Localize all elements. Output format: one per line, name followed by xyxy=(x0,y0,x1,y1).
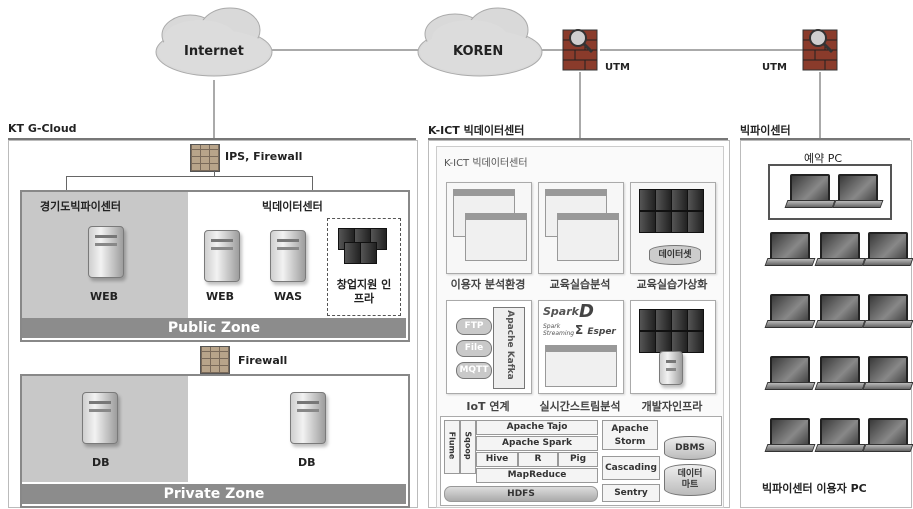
iot-mqtt: MQTT xyxy=(456,362,492,379)
network-top xyxy=(155,7,838,138)
laptop-icon xyxy=(862,232,913,266)
db-label-right: DB xyxy=(298,456,316,469)
flume-label: Flume xyxy=(447,431,457,460)
devinfra-racks-icon xyxy=(639,309,709,363)
public-zone-bar: Public Zone xyxy=(22,318,406,338)
esper-logo: Σ Esper xyxy=(575,323,616,337)
ips-branch-right xyxy=(312,176,313,190)
ips-link xyxy=(214,170,215,176)
firewall-icon xyxy=(200,346,230,374)
datamart-label: 데이터 마트 xyxy=(677,469,703,490)
web-server-icon xyxy=(88,226,124,278)
koren-label: KOREN xyxy=(453,44,504,59)
spark-streaming-label: Spark Streaming xyxy=(543,323,575,337)
iot-file: File xyxy=(456,340,492,357)
dbms-cylinder: DBMS xyxy=(664,436,716,460)
startup-racks-icon xyxy=(338,228,388,268)
edu-virtual-caption: 교육실습가상화 xyxy=(636,278,708,291)
laptop-icon xyxy=(814,232,866,266)
db-server-icon xyxy=(82,392,118,444)
laptop-icon xyxy=(764,294,816,328)
kafka-label: Apache Kafka xyxy=(505,310,515,380)
laptop-icon xyxy=(862,294,913,328)
cascading-box: Cascading xyxy=(602,456,660,480)
utm-firewall-icon xyxy=(802,29,838,71)
iot-ftp: FTP xyxy=(456,318,492,335)
sentry-box: Sentry xyxy=(602,484,660,502)
startup-label: 창업지원 인프라 xyxy=(336,278,392,305)
tajo-box: Apache Tajo xyxy=(476,420,598,435)
section-bigpie-rule xyxy=(740,138,910,140)
sqoop-box: Sqoop xyxy=(460,420,476,474)
laptop-icon xyxy=(832,174,884,208)
flume-box: Flume xyxy=(444,420,460,474)
dev-server-icon xyxy=(659,351,683,385)
edu-analysis-panel xyxy=(538,182,624,274)
laptop-icon xyxy=(814,356,866,390)
iot-caption: IoT 연계 xyxy=(466,400,510,413)
laptop-icon xyxy=(862,356,913,390)
datamart-cylinder: 데이터 마트 xyxy=(664,464,716,496)
pig-box: Pig xyxy=(558,452,598,467)
ips-label: IPS, Firewall xyxy=(225,150,303,163)
utm-firewall-icon xyxy=(562,29,598,71)
hdfs-box: HDFS xyxy=(444,486,598,502)
firewall-shield-icon xyxy=(190,144,220,172)
r-box: R xyxy=(518,452,558,467)
realtime-panel: Spark D Spark Streaming Σ Esper xyxy=(538,300,624,394)
bigdata-web-label: WEB xyxy=(206,290,235,303)
kafka-box: Apache Kafka xyxy=(493,307,525,389)
edu-virtual-panel: 데이터셋 xyxy=(630,182,716,274)
laptop-icon xyxy=(814,294,866,328)
section-kict-rule xyxy=(428,138,728,140)
private-zone-bar: Private Zone xyxy=(22,484,406,504)
bigdata-title: 빅데이터센터 xyxy=(262,200,323,213)
section-kict-title: K-ICT 빅데이터센터 xyxy=(428,124,525,137)
users-pc-label: 빅파이센터 이용자 PC xyxy=(762,482,867,495)
firewall-label: Firewall xyxy=(238,354,288,367)
gyeonggi-title: 경기도빅파이센터 xyxy=(40,200,121,213)
section-bigpie-title: 빅파이센터 xyxy=(740,124,791,137)
web-server-icon xyxy=(204,230,240,282)
was-server-icon xyxy=(270,230,306,282)
db-label-left: DB xyxy=(92,456,110,469)
section-kt-rule xyxy=(8,138,416,140)
spark-box: Apache Spark xyxy=(476,436,598,451)
laptop-icon xyxy=(764,418,816,452)
internet-label: Internet xyxy=(184,44,244,59)
internet-cloud-icon xyxy=(155,7,273,77)
analysis-env-caption: 이용자 분석환경 xyxy=(450,278,526,291)
section-kt-title: KT G-Cloud xyxy=(8,122,77,135)
virtual-racks-icon xyxy=(639,189,709,243)
devinfra-caption: 개발자인프라 xyxy=(641,400,703,413)
utm-label-right: UTM xyxy=(762,62,787,73)
spark-logo: Spark xyxy=(543,305,579,318)
gyeonggi-web-label: WEB xyxy=(90,290,119,303)
realtime-caption: 실시간스트림분석 xyxy=(539,400,621,413)
koren-cloud-icon xyxy=(417,7,543,77)
laptop-icon xyxy=(814,418,866,452)
laptop-icon xyxy=(764,356,816,390)
laptop-icon xyxy=(862,418,913,452)
laptop-icon xyxy=(784,174,836,208)
ips-branch xyxy=(66,176,312,177)
ips-branch-left xyxy=(66,176,67,190)
esper-label: Esper xyxy=(587,327,616,337)
laptop-icon xyxy=(764,232,816,266)
dataset-cylinder: 데이터셋 xyxy=(649,245,701,265)
bigdata-was-label: WAS xyxy=(274,290,303,303)
utm-label-left: UTM xyxy=(605,62,630,73)
db-server-icon xyxy=(290,392,326,444)
kict-inner-title: K-ICT 빅데이터센터 xyxy=(444,158,528,169)
edu-analysis-caption: 교육실습분석 xyxy=(549,278,611,291)
mapreduce-box: MapReduce xyxy=(476,468,598,483)
spark-d-logo: D xyxy=(579,301,594,322)
hive-box: Hive xyxy=(476,452,518,467)
analysis-env-panel xyxy=(446,182,532,274)
devinfra-panel xyxy=(630,300,716,394)
realtime-screen xyxy=(545,345,617,387)
sqoop-label: Sqoop xyxy=(463,431,473,460)
reserved-pc-title: 예약 PC xyxy=(804,152,843,165)
storm-box: Apache Storm xyxy=(602,420,658,450)
